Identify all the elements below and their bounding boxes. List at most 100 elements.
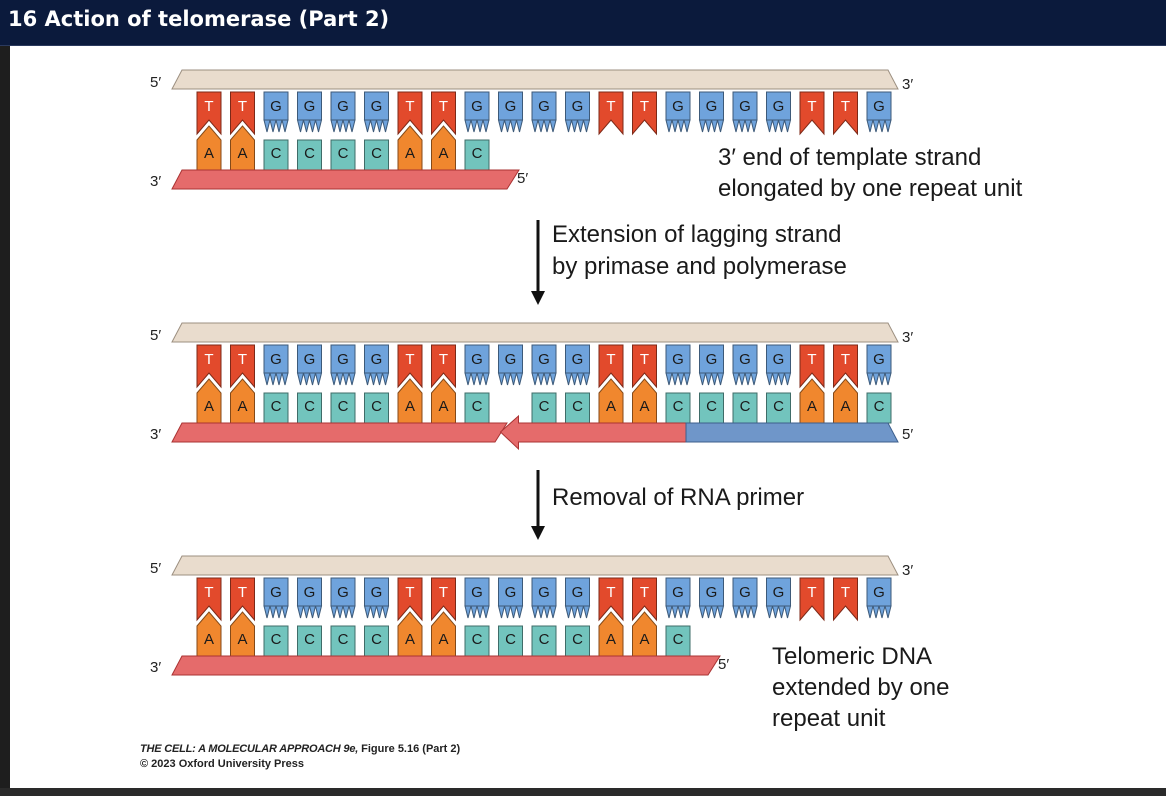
bottom-base-C: C: [263, 139, 289, 171]
top-base-G: G: [296, 91, 323, 133]
base-letter: G: [371, 98, 383, 115]
bottom-base-A: A: [230, 378, 255, 424]
base-body: [598, 577, 624, 622]
bottom-base-C: C: [699, 392, 724, 424]
bottom-strand: [171, 655, 721, 676]
bottom-base-A: A: [431, 611, 456, 657]
top-base-G: G: [296, 577, 323, 619]
base-body: [230, 378, 255, 424]
base-body: [799, 378, 825, 424]
bottom-base-A: A: [799, 378, 825, 424]
base-teeth: [263, 605, 289, 619]
base-letter: A: [204, 145, 214, 162]
top-strand: [171, 555, 899, 576]
base-letter: G: [538, 584, 550, 601]
bottom-base-A: A: [431, 125, 456, 171]
base-body: [230, 577, 255, 622]
base-letter: T: [606, 351, 615, 368]
base-body: [431, 125, 456, 171]
top-base-G: G: [866, 344, 892, 386]
base-letter: G: [739, 351, 751, 368]
base-body: [598, 91, 624, 136]
base-letter: A: [237, 398, 247, 415]
base-body: [196, 611, 222, 657]
base-body: [598, 378, 624, 424]
new-dna-strand: [685, 422, 899, 443]
bottom-base-A: A: [196, 611, 222, 657]
top-base-G: G: [698, 577, 725, 619]
base-body: [397, 344, 423, 389]
base-letter: T: [606, 584, 615, 601]
bottom-base-C: C: [665, 625, 691, 657]
base-letter: C: [271, 145, 282, 162]
base-letter: G: [773, 98, 785, 115]
base-letter: C: [472, 145, 483, 162]
base-letter: T: [841, 98, 850, 115]
base-letter: G: [505, 351, 517, 368]
base-teeth: [698, 372, 725, 386]
base-letter: C: [371, 398, 382, 415]
base-body: [196, 378, 222, 424]
top-base-T: T: [230, 577, 255, 622]
base-letter: A: [237, 631, 247, 648]
label-3prime-top: 3′: [902, 329, 913, 346]
bottom-base-C: C: [464, 392, 490, 424]
top-base-T: T: [431, 91, 456, 136]
bottom-base-A: A: [598, 378, 624, 424]
arrow-head: [531, 526, 545, 540]
base-letter: T: [204, 98, 213, 115]
base-letter: G: [371, 351, 383, 368]
top-base-T: T: [431, 577, 456, 622]
base-letter: A: [204, 631, 214, 648]
base-body: [196, 344, 222, 389]
bottom-strand: [171, 422, 508, 443]
top-base-T: T: [196, 344, 222, 389]
base-letter: C: [539, 631, 550, 648]
top-base-T: T: [598, 344, 624, 389]
base-body: [799, 91, 825, 136]
bottom-base-A: A: [230, 611, 255, 657]
base-letter: G: [572, 584, 584, 601]
bottom-base-C: C: [330, 392, 356, 424]
top-base-T: T: [632, 91, 657, 136]
base-letter: T: [405, 351, 414, 368]
base-letter: A: [639, 398, 649, 415]
base-letter: G: [304, 98, 316, 115]
rna-primer-arrow: [499, 414, 687, 451]
top-base-G: G: [866, 577, 892, 619]
top-base-G: G: [330, 344, 356, 386]
base-letter: C: [505, 631, 516, 648]
top-base-G: G: [665, 577, 691, 619]
top-base-G: G: [263, 344, 289, 386]
base-teeth: [732, 372, 758, 386]
top-base-T: T: [431, 344, 456, 389]
base-teeth: [765, 372, 792, 386]
label-5prime-bottom: 5′: [902, 426, 913, 443]
top-base-G: G: [665, 91, 691, 133]
base-teeth: [866, 119, 892, 133]
annotation-line: Telomeric DNA: [772, 643, 932, 670]
base-teeth: [464, 605, 490, 619]
base-teeth: [765, 605, 792, 619]
title-bar: 16 Action of telomerase (Part 2): [0, 0, 1166, 46]
base-body: [799, 344, 825, 389]
base-letter: T: [405, 98, 414, 115]
base-letter: G: [337, 98, 349, 115]
top-base-G: G: [464, 577, 490, 619]
base-letter: C: [338, 398, 349, 415]
base-letter: A: [438, 398, 448, 415]
bottom-base-C: C: [297, 392, 322, 424]
base-letter: G: [572, 351, 584, 368]
bottom-base-A: A: [397, 611, 423, 657]
base-body: [833, 91, 858, 136]
base-letter: G: [873, 584, 885, 601]
top-strand: [171, 322, 899, 343]
top-base-T: T: [632, 344, 657, 389]
base-body: [632, 577, 657, 622]
base-letter: C: [740, 398, 751, 415]
bottom-base-C: C: [330, 139, 356, 171]
base-letter: G: [773, 351, 785, 368]
base-letter: G: [505, 584, 517, 601]
arrow-head: [531, 291, 545, 305]
top-base-T: T: [598, 577, 624, 622]
